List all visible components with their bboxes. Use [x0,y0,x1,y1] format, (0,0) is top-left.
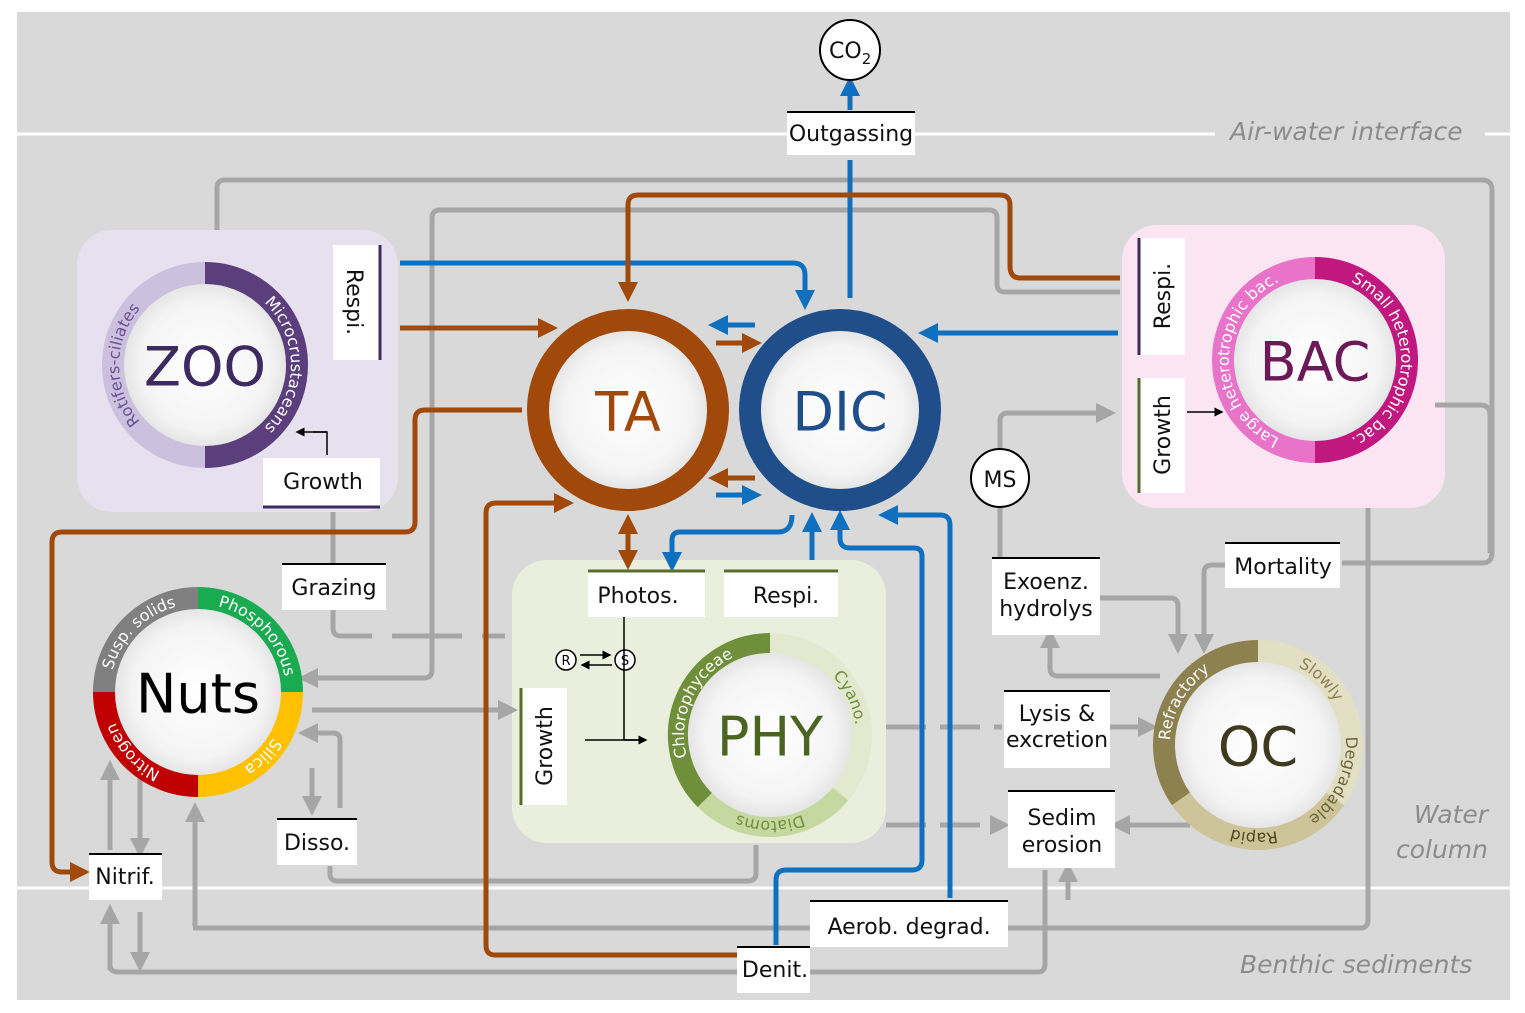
svg-text:S: S [621,654,629,669]
process-outgassing: Outgassing [787,111,915,155]
ms-node: MS [970,448,1030,508]
co2-node: CO2 [819,19,881,81]
oc-ring-segment [1171,792,1345,850]
svg-text:TA: TA [594,381,661,444]
oc-segment-label: Rapid [1228,825,1279,848]
svg-text:Outgassing: Outgassing [789,122,913,147]
nuts-label: Nuts [136,663,260,726]
svg-text:Sedim: Sedim [1027,806,1096,831]
process-nitrification: Nitrif. [89,853,162,900]
svg-text:Aerob. degrad.: Aerob. degrad. [827,915,990,940]
svg-text:Disso.: Disso. [284,831,350,856]
bac-ring-segment [1212,257,1316,463]
phy-ring-segment [697,787,849,837]
process-mortality: Mortality [1225,542,1340,588]
process-aerobic-degradation: Aerob. degrad. [810,900,1008,947]
bac-node: Small heterotrophic bac.Large heterotrop… [1212,257,1418,463]
process-sedimentation-erosion: Sedim erosion [1008,790,1115,868]
svg-text:excretion: excretion [1006,728,1108,753]
phy-ring-segment [667,633,771,808]
nuts-ring-segment [93,691,199,797]
zoo-ring-segment [204,262,308,468]
process-phy-respi: Respi. [724,569,838,617]
air-water-label: Air-water interface [1228,117,1463,146]
process-bac-respi: Respi. [1137,238,1185,355]
oc-label: OC [1218,716,1298,779]
svg-text:Grazing: Grazing [291,576,376,601]
svg-text:Respi.: Respi. [341,269,366,335]
process-bac-growth: Growth [1137,378,1185,493]
phy-ring-segment [769,633,872,801]
process-denitrification: Denit. [737,946,810,993]
nuts-ring-segment [197,587,303,693]
svg-text:Nitrif.: Nitrif. [95,865,155,890]
nuts-ring-segment [93,587,199,693]
svg-text:hydrolys: hydrolys [999,597,1093,622]
oc-ring-segment [1153,640,1259,806]
alkalinity-flows [49,192,1120,958]
bac-ring-segment [1314,257,1418,463]
nuts-ring-segment [197,691,303,797]
carbon-flows [400,76,1118,945]
svg-text:Denit.: Denit. [742,958,808,983]
zoo-ring-segment [102,262,206,468]
dic-node: DIC [739,309,941,511]
svg-text:Lysis &: Lysis & [1019,702,1095,727]
process-lysis-excretion: Lysis & excretion [1004,690,1110,768]
svg-text:erosion: erosion [1022,833,1103,858]
water-column-label: Water [1414,800,1490,829]
zoo-label: ZOO [144,336,266,399]
ta-node: TA [527,309,729,511]
svg-text:Growth: Growth [533,706,558,786]
process-exoenzymatic-hydrolysis: Exoenz. hydrolys [992,557,1100,635]
svg-text:Respi.: Respi. [1151,263,1176,329]
process-photosynthesis: Photos. [588,569,705,617]
oc-ring-segment [1257,640,1363,806]
water-column-label-2: column [1396,835,1488,864]
process-phy-growth: Growth [519,688,567,805]
svg-text:CO2: CO2 [829,39,871,68]
process-zoo-respi: Respi. [333,245,382,360]
svg-text:Photos.: Photos. [597,584,678,609]
gray-flows [100,177,1495,975]
phy-label: PHY [717,706,824,769]
process-grazing: Grazing [282,563,386,610]
bac-label: BAC [1260,331,1371,394]
svg-text:R: R [561,654,570,669]
process-zoo-growth: Growth [263,458,380,509]
svg-text:MS: MS [984,468,1017,493]
benthic-label: Benthic sediments [1240,950,1472,979]
svg-text:Growth: Growth [1151,395,1176,475]
svg-text:Respi.: Respi. [753,584,819,609]
process-dissolution: Disso. [277,818,357,865]
svg-text:Exoenz.: Exoenz. [1003,570,1089,595]
svg-text:DIC: DIC [792,381,887,444]
svg-text:Mortality: Mortality [1234,555,1331,580]
svg-text:Growth: Growth [283,470,363,495]
regulation-switch: R S [295,407,1224,745]
